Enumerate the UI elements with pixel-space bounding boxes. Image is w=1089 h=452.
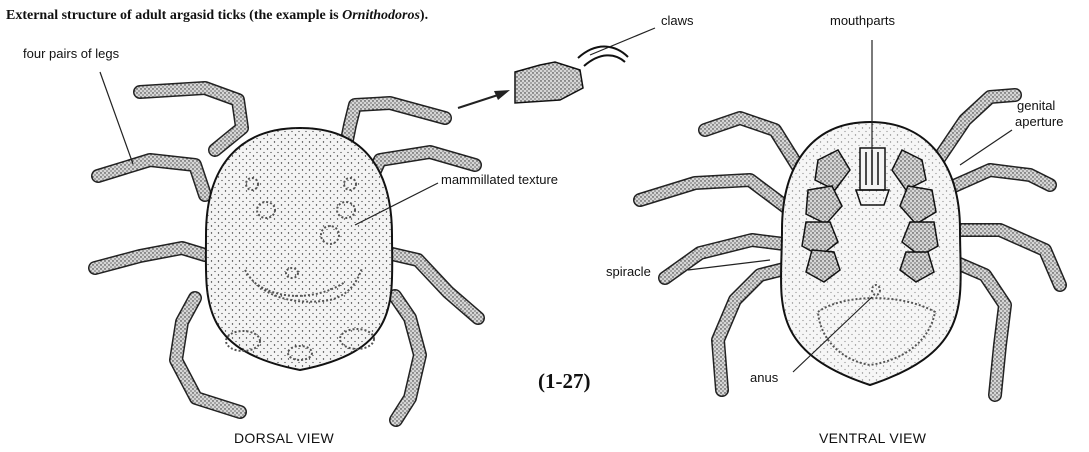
- figure-number: (1-27): [538, 369, 590, 394]
- caption-suffix: ).: [420, 8, 428, 23]
- claws-inset: [458, 47, 628, 108]
- figure-caption: External structure of adult argasid tick…: [6, 8, 428, 24]
- label-claws: claws: [661, 13, 694, 28]
- label-spiracle: spiracle: [606, 264, 651, 279]
- dorsal-view-title: DORSAL VIEW: [234, 430, 334, 446]
- label-anus: anus: [750, 370, 778, 385]
- label-mammillated-texture: mammillated texture: [441, 172, 558, 187]
- ventral-view-title: VENTRAL VIEW: [819, 430, 926, 446]
- caption-genus: Ornithodoros: [342, 8, 420, 23]
- label-four-pairs-of-legs: four pairs of legs: [23, 46, 119, 61]
- dorsal-tick: [95, 88, 478, 420]
- label-genital-line1: genital: [1017, 98, 1055, 113]
- label-mouthparts: mouthparts: [830, 13, 895, 28]
- label-genital-line2: aperture: [1015, 114, 1063, 129]
- caption-prefix: External structure of adult argasid tick…: [6, 8, 342, 23]
